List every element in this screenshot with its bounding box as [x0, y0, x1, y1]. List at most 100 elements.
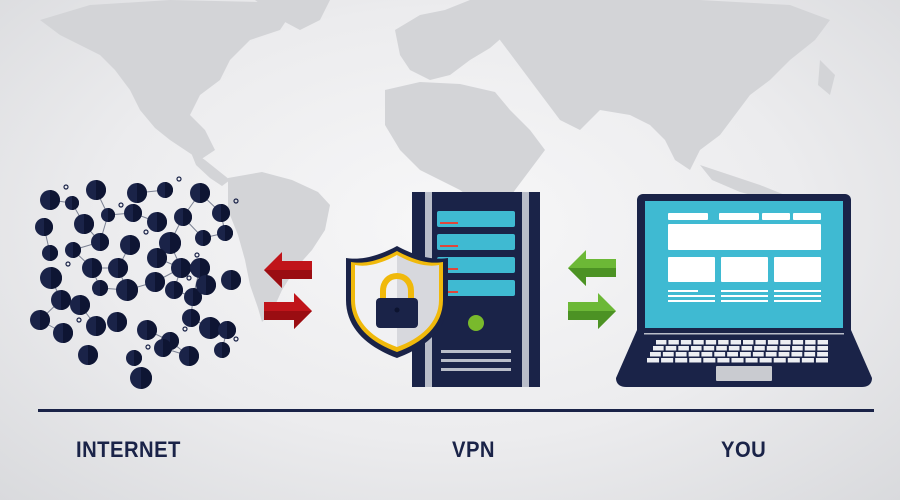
- keyboard-key: [653, 346, 664, 351]
- network-node-shade: [225, 225, 233, 241]
- keyboard-key: [780, 340, 791, 345]
- arrow-left-icon: [264, 252, 312, 288]
- keyboard-key: [705, 340, 717, 345]
- network-node-shade: [155, 272, 165, 292]
- network-node-shade: [96, 316, 106, 336]
- keyboard-key: [718, 340, 729, 345]
- network-node-shade: [63, 323, 73, 343]
- keyboard-key: [716, 346, 727, 351]
- network-node-shade: [88, 345, 98, 365]
- network-small-node: [186, 275, 192, 281]
- network-node-shade: [84, 214, 94, 234]
- keyboard-key: [650, 352, 661, 357]
- keyboard-key: [766, 346, 778, 351]
- keyboard-key: [731, 358, 744, 363]
- network-node-shade: [222, 342, 230, 358]
- network-node-shade: [96, 180, 106, 200]
- keyboard-key: [805, 340, 816, 345]
- keyboard-key: [662, 352, 674, 357]
- keyboard-key: [727, 352, 738, 357]
- keyboard-key: [675, 352, 687, 357]
- network-node-shade: [174, 281, 183, 299]
- keyboard-key: [675, 358, 688, 363]
- keyboard-key: [817, 346, 828, 351]
- network-small-node: [65, 261, 71, 267]
- keyboard-key: [689, 358, 702, 363]
- network-node-shade: [100, 233, 109, 251]
- network-small-node: [76, 317, 82, 323]
- keyboard-key: [661, 358, 674, 363]
- arrow-right-icon: [264, 293, 312, 329]
- keyboard-key: [767, 340, 779, 345]
- network-node-shade: [191, 309, 200, 327]
- keyboard-key: [754, 346, 765, 351]
- keyboard-key: [787, 358, 800, 363]
- keyboard-key: [647, 358, 660, 363]
- keyboard-key: [773, 358, 786, 363]
- network-node-shade: [80, 295, 90, 315]
- network-small-node: [182, 326, 188, 332]
- arrow-right-icon: [568, 293, 616, 329]
- keyboard-key: [779, 346, 791, 351]
- keyboard-key: [755, 340, 766, 345]
- network-node-shade: [127, 279, 138, 301]
- network-node-shade: [231, 270, 241, 290]
- network-node-shade: [100, 280, 108, 296]
- network-node-shade: [165, 182, 173, 198]
- network-node-shade: [44, 218, 53, 236]
- keyboard-key: [817, 352, 828, 357]
- keyboard-key: [703, 346, 715, 351]
- network-node-shade: [210, 317, 221, 339]
- network-node-shade: [157, 248, 167, 268]
- network-small-node: [233, 198, 239, 204]
- network-node-shade: [227, 321, 236, 339]
- keyboard-key: [690, 346, 702, 351]
- keyboard-key: [656, 340, 667, 345]
- network-node-shade: [200, 258, 210, 278]
- keyboard-key: [678, 346, 689, 351]
- keyboard-key: [792, 346, 803, 351]
- keyboard-key: [714, 352, 726, 357]
- keyboard-key: [759, 358, 772, 363]
- network-small-node: [63, 184, 69, 190]
- keyboard-key: [792, 340, 804, 345]
- keyboard-key: [693, 340, 704, 345]
- network-node-shade: [200, 183, 210, 203]
- keyboard-key: [804, 352, 816, 357]
- keyboard-key: [665, 346, 677, 351]
- keyboard-key: [778, 352, 790, 357]
- network-node-shade: [221, 204, 230, 222]
- network-node-shade: [50, 190, 60, 210]
- network-node-shade: [181, 258, 191, 278]
- network-node-shade: [117, 312, 127, 332]
- network-small-node: [194, 252, 200, 258]
- network-node-shade: [51, 267, 62, 289]
- keyboard-key: [740, 352, 751, 357]
- keyboard-key: [668, 340, 679, 345]
- keyboard-key: [728, 346, 740, 351]
- network-node-shade: [206, 275, 216, 295]
- network-node-shade: [134, 350, 142, 366]
- network-node-shade: [170, 232, 181, 254]
- network-small-node: [145, 344, 151, 350]
- keyboard-key: [817, 340, 828, 345]
- keyboard-key: [703, 358, 716, 363]
- network-node-shade: [118, 258, 128, 278]
- keyboard-key: [765, 352, 777, 357]
- network-node-shade: [163, 339, 172, 357]
- arrow-left-icon: [568, 250, 616, 286]
- network-node-shade: [130, 235, 140, 255]
- power-led-icon: [468, 315, 484, 331]
- keyboard-key: [743, 340, 754, 345]
- network-node-shade: [170, 332, 179, 350]
- network-node-shade: [40, 310, 50, 330]
- network-small-node: [176, 176, 182, 182]
- keyboard-key: [745, 358, 758, 363]
- keyboard-key: [815, 358, 828, 363]
- label-internet: INTERNET: [76, 437, 181, 462]
